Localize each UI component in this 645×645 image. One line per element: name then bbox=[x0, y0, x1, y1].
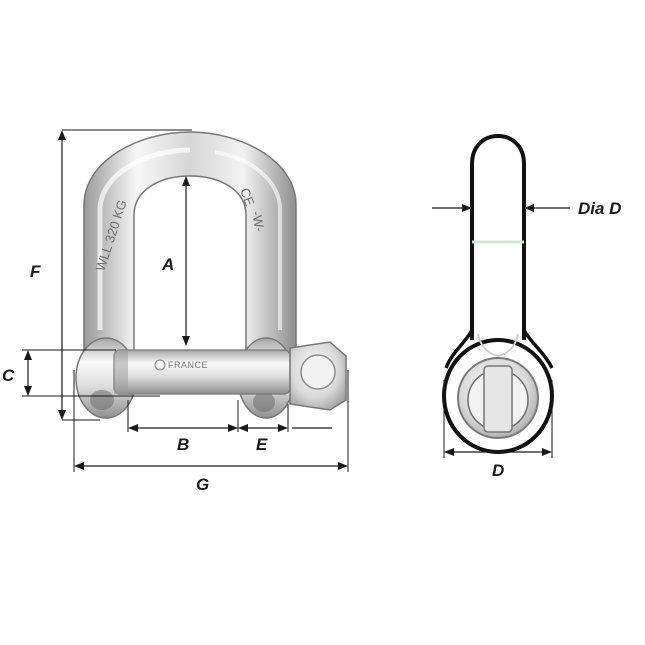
pin-nut-face bbox=[300, 354, 336, 390]
dim-C-arrow-bottom bbox=[24, 386, 32, 396]
dim-label-C: C bbox=[2, 366, 15, 385]
front-view-dimensions: F A C B E G bbox=[2, 129, 349, 494]
dim-DiaD-arrow-right bbox=[524, 204, 534, 212]
dim-A-arrow-top bbox=[182, 176, 190, 186]
dim-G-arrow-left bbox=[74, 462, 84, 470]
dim-label-D: D bbox=[492, 461, 504, 480]
dim-label-B: B bbox=[177, 435, 189, 454]
maker-mark: -W- bbox=[249, 210, 267, 233]
dim-label-E: E bbox=[256, 435, 268, 454]
dim-label-A: A bbox=[161, 255, 174, 274]
side-bar bbox=[470, 133, 526, 340]
shackle-front-view: WLL 320 KG CE -W- FRANCE bbox=[75, 131, 347, 419]
dim-label-F: F bbox=[30, 262, 41, 281]
side-neck bbox=[444, 329, 554, 369]
pin-shadow bbox=[114, 350, 128, 394]
shackle-bow bbox=[83, 131, 297, 361]
right-lug-shadow bbox=[253, 392, 275, 412]
dim-D-arrow-right bbox=[542, 448, 552, 456]
dim-A-arrow-bottom bbox=[182, 336, 190, 346]
dim-B-arrow-right bbox=[228, 424, 238, 432]
bow-highlight-right bbox=[214, 150, 282, 330]
dim-DiaD-arrow-left bbox=[462, 204, 472, 212]
dim-G-arrow-right bbox=[338, 462, 348, 470]
dim-E-arrow-right bbox=[278, 424, 288, 432]
dim-F-arrow-top bbox=[58, 130, 66, 140]
dim-F-arrow-bottom bbox=[58, 410, 66, 420]
dim-D-arrow-left bbox=[444, 448, 454, 456]
left-lug-shadow bbox=[90, 390, 114, 410]
side-view-dimensions: Dia D D bbox=[432, 199, 621, 480]
dim-label-Dia-D: Dia D bbox=[578, 199, 621, 218]
pin-brand-logo bbox=[154, 359, 166, 371]
dim-C-arrow-top bbox=[24, 350, 32, 360]
bow-highlight bbox=[97, 147, 191, 330]
dim-label-G: G bbox=[196, 475, 209, 494]
side-pin-slot bbox=[483, 365, 513, 433]
shackle-side-view bbox=[442, 133, 554, 454]
dim-B-arrow-left bbox=[128, 424, 138, 432]
side-neck-inner bbox=[477, 333, 519, 358]
pin-brand-engraving: FRANCE bbox=[168, 360, 208, 370]
ce-mark: CE bbox=[237, 186, 257, 208]
dim-E-arrow-left bbox=[238, 424, 248, 432]
shackle-pin bbox=[113, 349, 291, 395]
